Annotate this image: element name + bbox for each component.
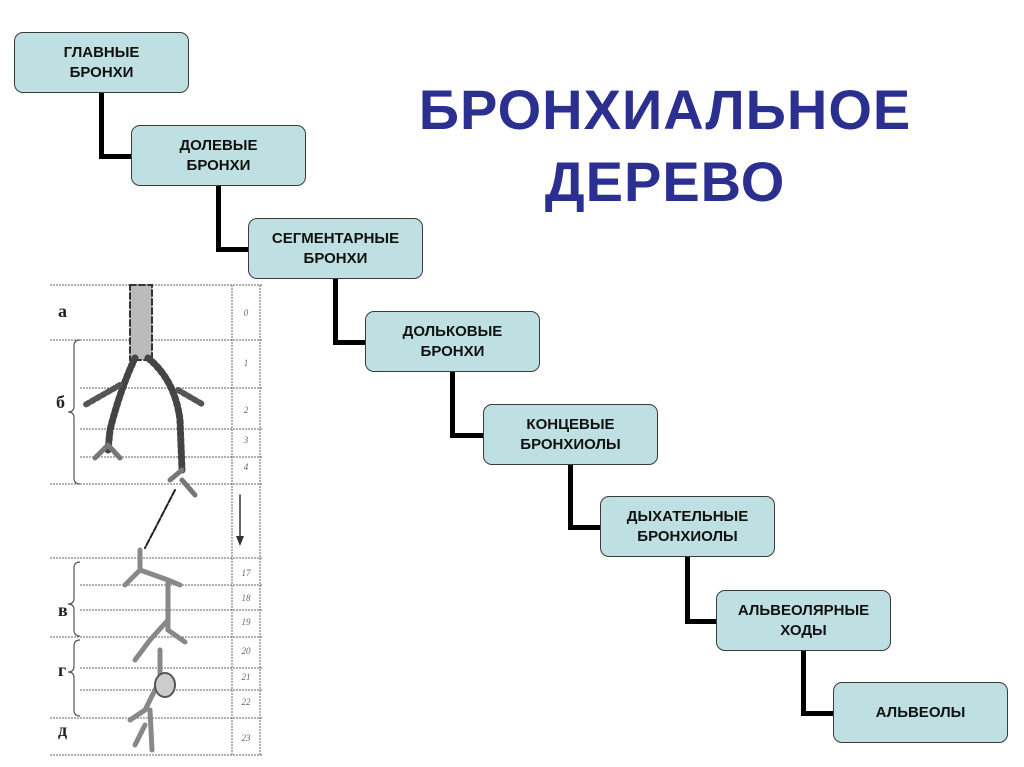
connector-line — [450, 372, 455, 438]
connector-line — [801, 711, 833, 716]
bronchi-drawing — [82, 284, 244, 753]
braces — [67, 339, 81, 717]
stage-box: ДЫХАТЕЛЬНЫЕ БРОНХИОЛЫ — [600, 496, 775, 557]
connector-line — [216, 247, 248, 252]
zone-label: в — [58, 600, 68, 620]
generation-number: 20 — [242, 646, 252, 656]
generation-number: 17 — [242, 568, 252, 578]
connector-line — [99, 154, 131, 159]
connector-line — [568, 525, 600, 530]
stage-box: ГЛАВНЫЕ БРОНХИ — [14, 32, 189, 93]
connector-line — [801, 651, 806, 716]
generation-number: 2 — [244, 405, 249, 415]
generation-number: 23 — [242, 733, 252, 743]
generation-number: 22 — [242, 697, 252, 707]
connector-line — [333, 340, 365, 345]
stage-box: СЕГМЕНТАРНЫЕ БРОНХИ — [248, 218, 423, 279]
slide-title: БРОНХИАЛЬНОЕ ДЕРЕВО — [418, 78, 912, 213]
zone-label: г — [58, 660, 66, 680]
connector-line — [333, 279, 338, 345]
connector-line — [568, 465, 573, 530]
connector-line — [685, 619, 716, 624]
generation-number: 21 — [242, 672, 251, 682]
bronchial-tree-illustration: а б в г д 0 1 2 3 4 17 18 19 20 21 22 23 — [50, 284, 262, 756]
stage-box: АЛЬВЕОЛЫ — [833, 682, 1008, 743]
connector-line — [685, 557, 690, 624]
zone-label: а — [58, 301, 67, 321]
connector-line — [99, 93, 104, 159]
generation-number: 19 — [242, 617, 252, 627]
connector-line — [216, 186, 221, 252]
generation-number: 4 — [244, 462, 249, 472]
stage-box: АЛЬВЕОЛЯРНЫЕ ХОДЫ — [716, 590, 891, 651]
connector-line — [450, 433, 483, 438]
zone-label: д — [58, 720, 67, 740]
generation-number: 18 — [242, 593, 252, 603]
stage-box: ДОЛЕВЫЕ БРОНХИ — [131, 125, 306, 186]
generation-number: 0 — [244, 308, 249, 318]
stage-box: КОНЦЕВЫЕ БРОНХИОЛЫ — [483, 404, 658, 465]
zone-label: б — [56, 392, 65, 412]
generation-number: 1 — [244, 358, 249, 368]
stage-box: ДОЛЬКОВЫЕ БРОНХИ — [365, 311, 540, 372]
generation-number: 3 — [243, 435, 249, 445]
